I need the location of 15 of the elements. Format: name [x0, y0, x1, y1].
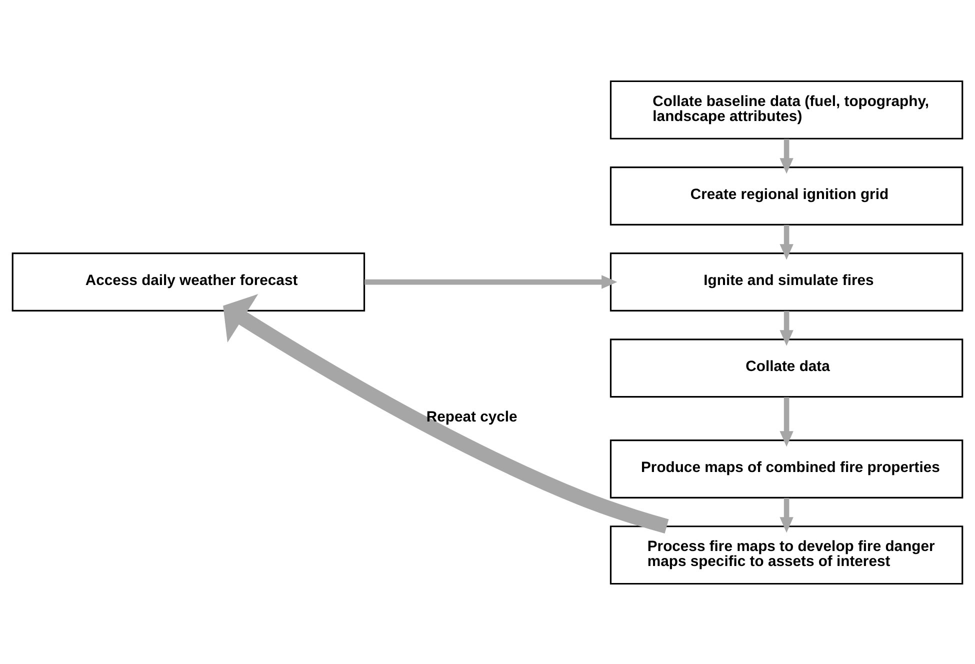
arrow [780, 224, 794, 260]
node-box: Ignite and simulate fires [610, 252, 964, 312]
node-box: Collate data [610, 338, 964, 398]
arrow [780, 138, 794, 174]
edge-label: Repeat cycle [426, 408, 518, 425]
arrow [780, 396, 794, 446]
arrow [780, 498, 794, 532]
node-box: Access daily weather forecast [12, 252, 366, 312]
arrow [780, 310, 794, 346]
node-box: Create regional ignition grid [610, 166, 964, 225]
arrow [364, 274, 618, 288]
node-box: Collate baseline data (fuel, topography, landscape attributes) [610, 80, 964, 139]
node-box: Produce maps of combined fire properties [610, 439, 964, 498]
arrow [223, 294, 669, 534]
node-box: Process fire maps to develop fire danger maps specific to assets of interest [610, 525, 964, 584]
